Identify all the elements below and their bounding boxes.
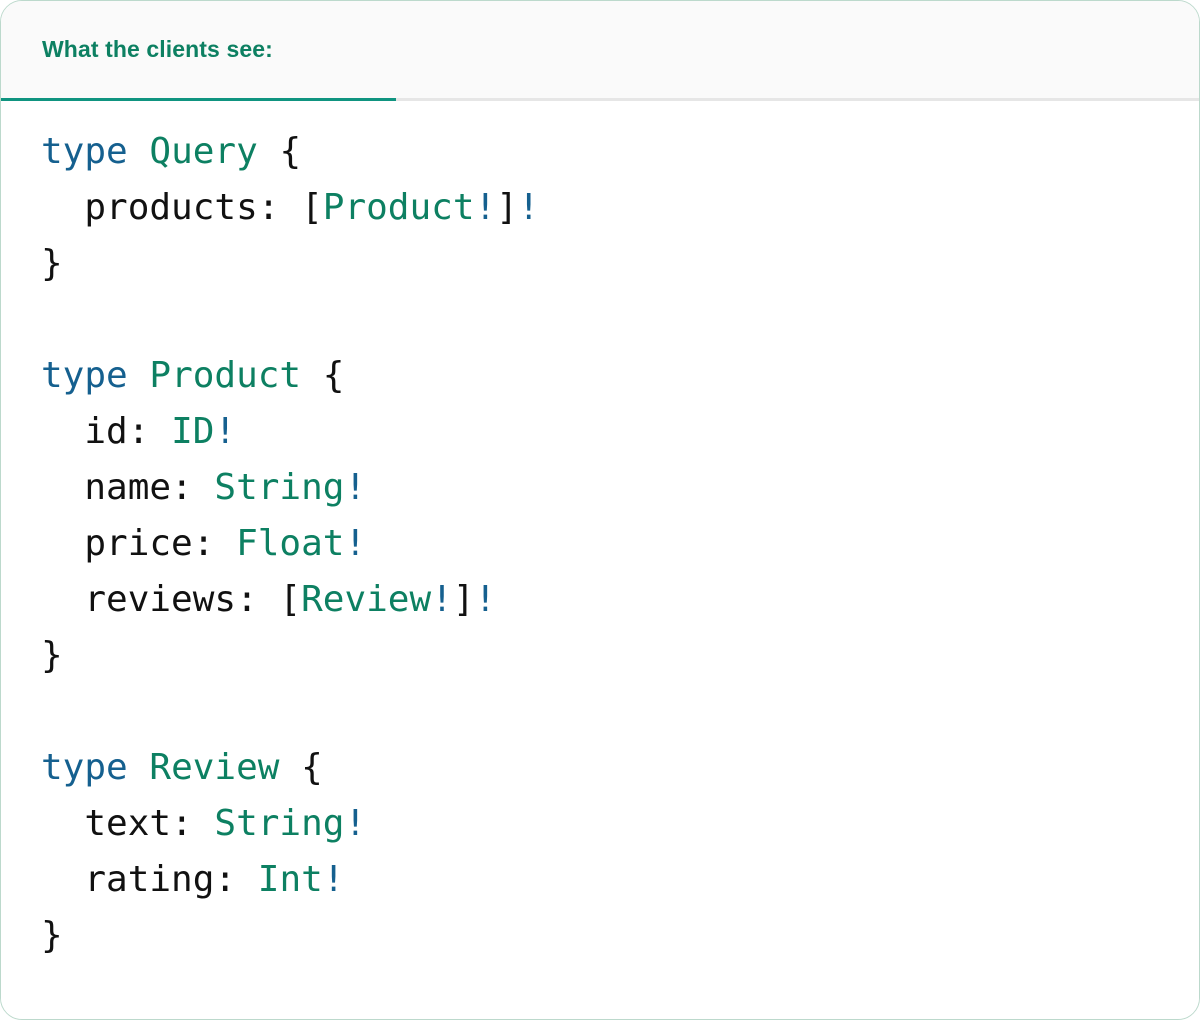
code-line: rating: Int!	[41, 852, 1199, 908]
code-token-field: rating:	[41, 859, 237, 900]
code-token-type: Review	[301, 579, 432, 620]
code-token-punc: {	[301, 355, 345, 396]
code-token-punc	[193, 803, 215, 844]
code-token-punc	[193, 467, 215, 508]
code-line: type Query {	[41, 124, 1199, 180]
code-token-type: Float	[236, 523, 345, 564]
code-token-kw: type	[41, 131, 128, 172]
tab-what-the-clients-see[interactable]: What the clients see:	[1, 1, 396, 101]
code-token-field: products:	[41, 187, 280, 228]
code-token-bang: !	[344, 803, 367, 844]
code-line: price: Float!	[41, 516, 1199, 572]
code-token-punc: ]	[452, 579, 475, 620]
code-line: }	[41, 908, 1199, 964]
code-token-bang: !	[214, 411, 237, 452]
code-token-type: Review	[149, 747, 280, 788]
code-token-kw: type	[41, 747, 128, 788]
code-token-type: ID	[171, 411, 215, 452]
code-token-bang: !	[517, 187, 540, 228]
code-token-punc: [	[279, 187, 323, 228]
code-line: }	[41, 236, 1199, 292]
code-token-bang: !	[474, 579, 497, 620]
code-token-bang: !	[322, 859, 345, 900]
code-line: name: String!	[41, 460, 1199, 516]
tab-label: What the clients see:	[42, 36, 273, 62]
code-token-type: String	[214, 803, 345, 844]
code-token-punc: ]	[496, 187, 518, 228]
code-line: products: [Product!]!	[41, 180, 1199, 236]
code-token-type: Int	[257, 859, 323, 900]
code-token-bang: !	[344, 467, 367, 508]
code-line: reviews: [Review!]!	[41, 572, 1199, 628]
code-line: type Review {	[41, 740, 1199, 796]
code-viewer[interactable]: type Query { products: [Product!]!} type…	[1, 101, 1199, 1018]
code-token-type: String	[214, 467, 345, 508]
code-token-field: price:	[41, 523, 215, 564]
code-token-bang: !	[474, 187, 497, 228]
code-token-field: text:	[41, 803, 193, 844]
code-token-bang: !	[344, 523, 367, 564]
code-line	[41, 292, 1199, 348]
code-token-punc: {	[279, 747, 323, 788]
code-line: type Product {	[41, 348, 1199, 404]
code-token-field: id:	[41, 411, 150, 452]
code-line	[41, 684, 1199, 740]
code-token-punc	[149, 411, 171, 452]
code-token-punc	[214, 523, 236, 564]
code-token-punc: }	[41, 915, 63, 956]
code-token-type: Product	[322, 187, 475, 228]
code-token-punc: }	[41, 635, 63, 676]
code-token-field: reviews:	[41, 579, 258, 620]
code-token-type: Product	[149, 355, 302, 396]
graphql-schema-code: type Query { products: [Product!]!} type…	[41, 124, 1199, 964]
code-token-punc: }	[41, 243, 63, 284]
code-token-punc	[128, 355, 150, 396]
code-token-punc	[128, 131, 150, 172]
code-token-kw: type	[41, 355, 128, 396]
code-line: }	[41, 628, 1199, 684]
tab-strip: What the clients see:	[1, 1, 1199, 101]
code-token-punc	[128, 747, 150, 788]
code-token-punc	[236, 859, 258, 900]
code-token-punc: [	[257, 579, 302, 620]
code-line: id: ID!	[41, 404, 1199, 460]
code-token-bang: !	[431, 579, 453, 620]
code-token-type: Query	[149, 131, 258, 172]
code-token-punc: {	[257, 131, 302, 172]
code-token-field: name:	[41, 467, 193, 508]
code-line: text: String!	[41, 796, 1199, 852]
